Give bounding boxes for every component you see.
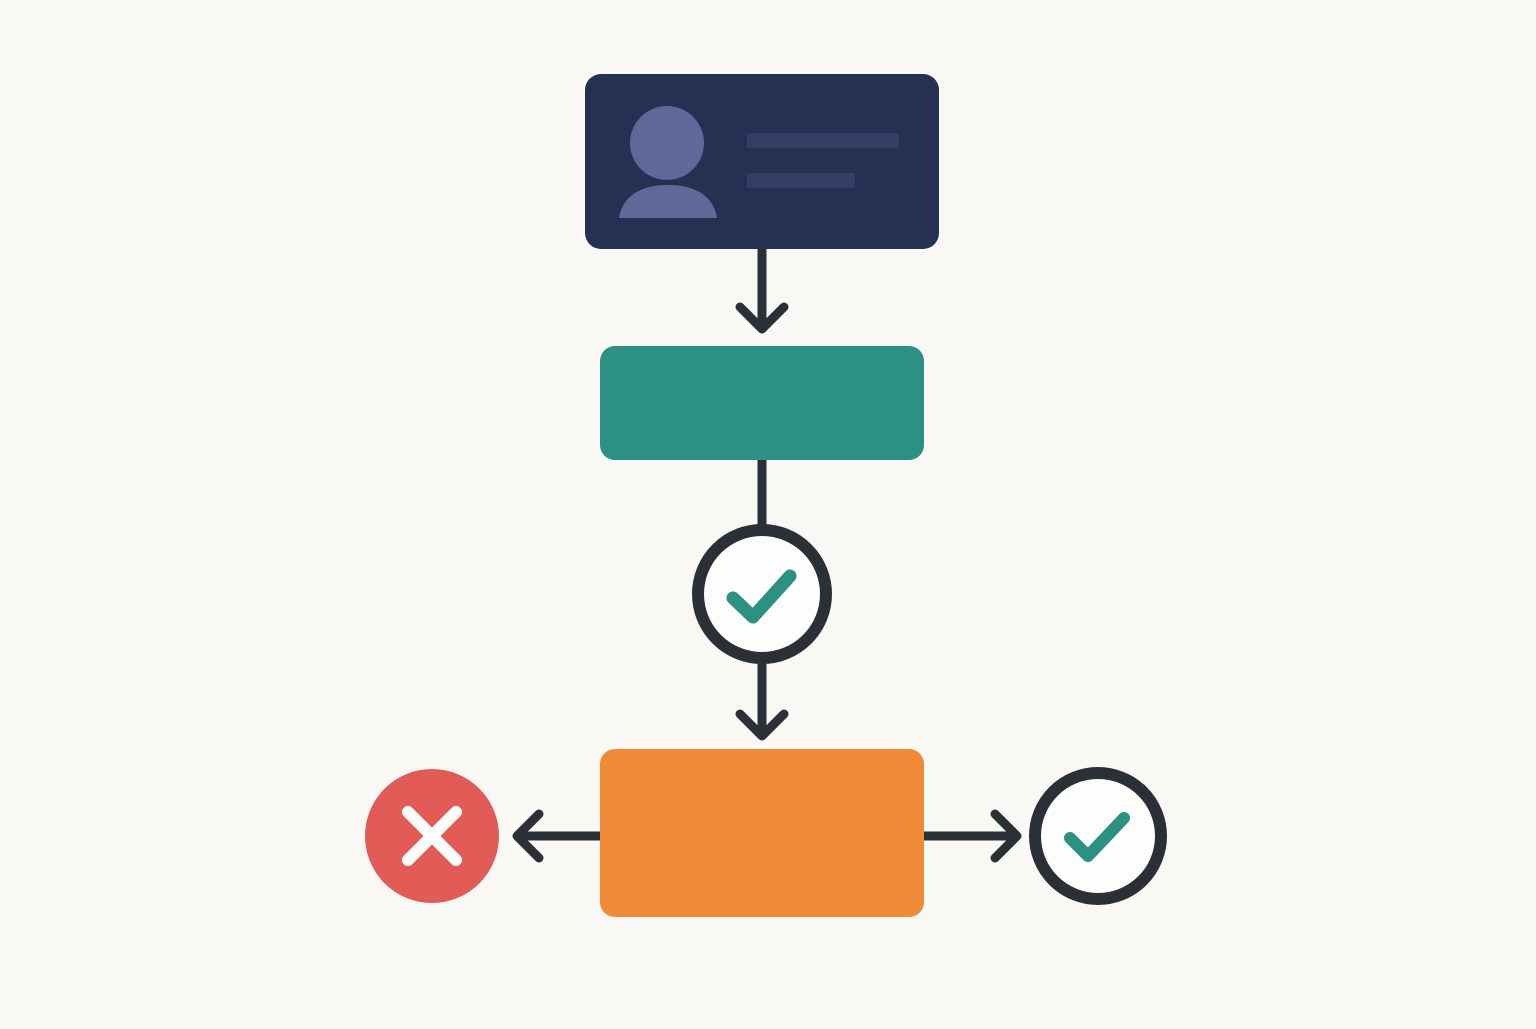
avatar-head (630, 106, 704, 180)
arrowhead-right (990, 809, 1022, 863)
approved-outcome (1029, 767, 1167, 905)
placeholder-text-line (747, 133, 899, 148)
check-icon (726, 569, 797, 624)
verification-check (692, 524, 832, 664)
approved-circle (1029, 767, 1167, 905)
process-box (600, 346, 924, 460)
rejected-outcome (365, 769, 499, 903)
avatar-shoulders (619, 185, 717, 218)
connectors (512, 243, 1022, 863)
decision-box (600, 749, 924, 917)
close-stroke (402, 806, 462, 866)
arrowhead-down-1 (735, 302, 789, 334)
close-icon (402, 806, 462, 866)
arrowhead-down-2 (735, 709, 789, 741)
user-avatar-icon (619, 106, 717, 218)
check-icon (1064, 812, 1130, 862)
profile-card (585, 74, 939, 249)
placeholder-text-line (747, 173, 855, 188)
arrowhead-left (512, 809, 544, 863)
checkpoint-circle (692, 524, 832, 664)
